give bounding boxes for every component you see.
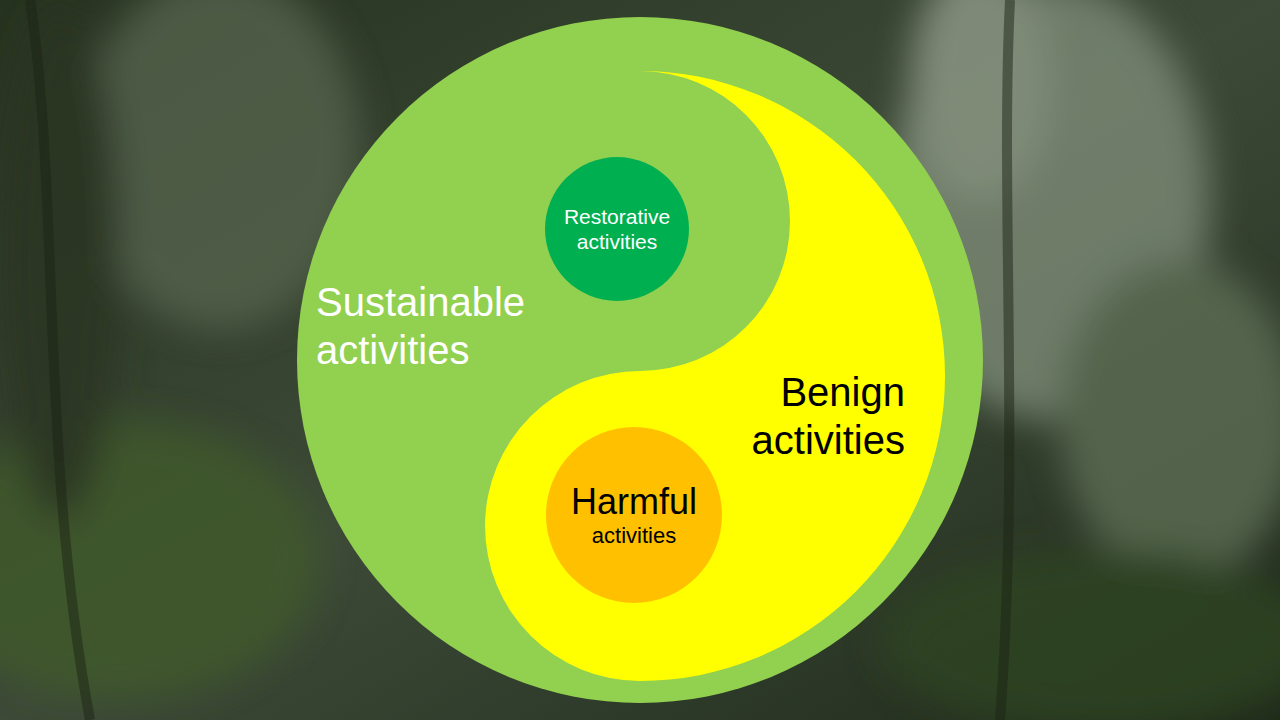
sustainable-circle: Sustainable activities Restorative activi…: [297, 17, 983, 703]
restorative-circle-fill: [545, 157, 689, 301]
node-label: Benign activities: [690, 368, 905, 464]
restorative-circle-shape: [545, 157, 689, 301]
label-stack: Harmfulactivities: [546, 427, 722, 603]
benign-region: Benign activitiesHarmfulactivities: [485, 71, 945, 681]
node-label: Sustainable activities: [316, 278, 616, 374]
harmful-circle: Harmfulactivities: [546, 427, 722, 603]
restorative-circle: Restorative activities: [545, 157, 689, 301]
node-label: Restorative activities: [555, 204, 679, 254]
node-label: Harmful: [554, 480, 714, 523]
benign-region-fill: [485, 71, 945, 681]
harmful-circle-fill: [546, 427, 722, 603]
label-stack: Restorative activities: [545, 157, 689, 301]
node-label: activities: [554, 523, 714, 549]
sustainable-circle-fill: [297, 17, 983, 703]
